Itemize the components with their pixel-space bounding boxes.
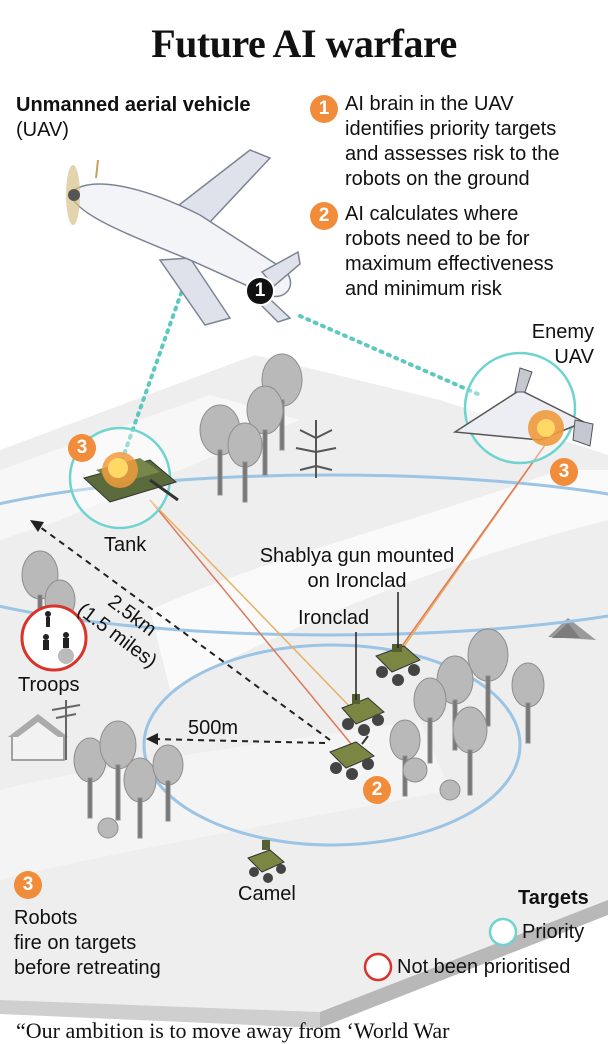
camel-robot bbox=[247, 840, 286, 883]
uav-link-tank bbox=[120, 283, 186, 462]
legend-title: Targets bbox=[518, 887, 589, 909]
step-2-badge: 2 bbox=[310, 202, 338, 230]
troops-target bbox=[20, 604, 88, 672]
step-3-line: Robots bbox=[14, 907, 78, 929]
legend-priority-label: Priority bbox=[522, 921, 585, 943]
fire-lines bbox=[149, 444, 546, 746]
dead-tree bbox=[295, 420, 337, 478]
troops-label: Troops bbox=[18, 674, 80, 696]
uav-step-marker: 1 bbox=[245, 276, 275, 306]
short-distance-label: 500m bbox=[188, 717, 239, 739]
uav-label: Unmanned aerial vehicle bbox=[16, 94, 251, 116]
step-1-badge: 1 bbox=[310, 95, 338, 123]
step-1-line: AI brain in the UAV bbox=[345, 93, 514, 115]
camel-label: Camel bbox=[238, 883, 296, 905]
tank-step-badge: 3 bbox=[68, 434, 96, 462]
uav-link-enemy bbox=[298, 314, 482, 397]
page-title: Future AI warfare bbox=[151, 21, 457, 66]
step-1-line: and assesses risk to the bbox=[345, 143, 560, 165]
shablya-robot bbox=[375, 644, 421, 686]
step-2-line: AI calculates where bbox=[345, 203, 519, 225]
distance-arrows bbox=[35, 523, 331, 744]
robots bbox=[247, 644, 421, 883]
shablya-label-line: Shablya gun mounted bbox=[259, 545, 455, 567]
short-range-ring bbox=[142, 643, 522, 847]
trees bbox=[21, 353, 545, 839]
step-1-line: robots on the ground bbox=[345, 168, 530, 190]
step-2-line: maximum effectiveness bbox=[345, 253, 554, 275]
enemy-uav-step-badge: 3 bbox=[550, 458, 578, 486]
uav-abbr-label: (UAV) bbox=[16, 119, 69, 141]
legend-priority-swatch bbox=[488, 917, 518, 947]
enemy-uav-label: Enemy UAV bbox=[500, 320, 594, 370]
step-3-text: Robots fire on targets before retreating bbox=[14, 906, 161, 981]
footer-quote: “Our ambition is to move away from ‘Worl… bbox=[16, 1018, 450, 1043]
step-1-line: identifies priority targets bbox=[345, 118, 557, 140]
step-3-line: before retreating bbox=[14, 957, 161, 979]
enemy-uav-label-line: Enemy bbox=[531, 321, 594, 343]
shablya-label-line: on Ironclad bbox=[307, 570, 407, 592]
ironclad-label: Ironclad bbox=[298, 607, 370, 629]
step-2-text: AI calculates where robots need to be fo… bbox=[345, 202, 554, 302]
long-range-ring bbox=[0, 473, 608, 637]
enemy-uav-label-line: UAV bbox=[554, 346, 594, 368]
robot-step-badge: 2 bbox=[363, 776, 391, 804]
step-3-badge: 3 bbox=[14, 871, 42, 899]
lead-robot bbox=[329, 735, 375, 780]
step-1-text: AI brain in the UAV identifies priority … bbox=[345, 92, 560, 192]
step-2-line: and minimum risk bbox=[345, 278, 502, 300]
house bbox=[8, 700, 81, 761]
tank-label: Tank bbox=[104, 534, 147, 556]
enemy-uav-target bbox=[452, 351, 594, 465]
shablya-label: Shablya gun mounted on Ironclad bbox=[246, 544, 468, 594]
step-2-line: robots need to be for bbox=[345, 228, 530, 250]
friendly-uav-drawing bbox=[66, 149, 301, 326]
legend-not-prioritised-label: Not been prioritised bbox=[397, 956, 571, 978]
legend-not-prioritised-swatch bbox=[363, 952, 393, 982]
step-3-line: fire on targets bbox=[14, 932, 137, 954]
